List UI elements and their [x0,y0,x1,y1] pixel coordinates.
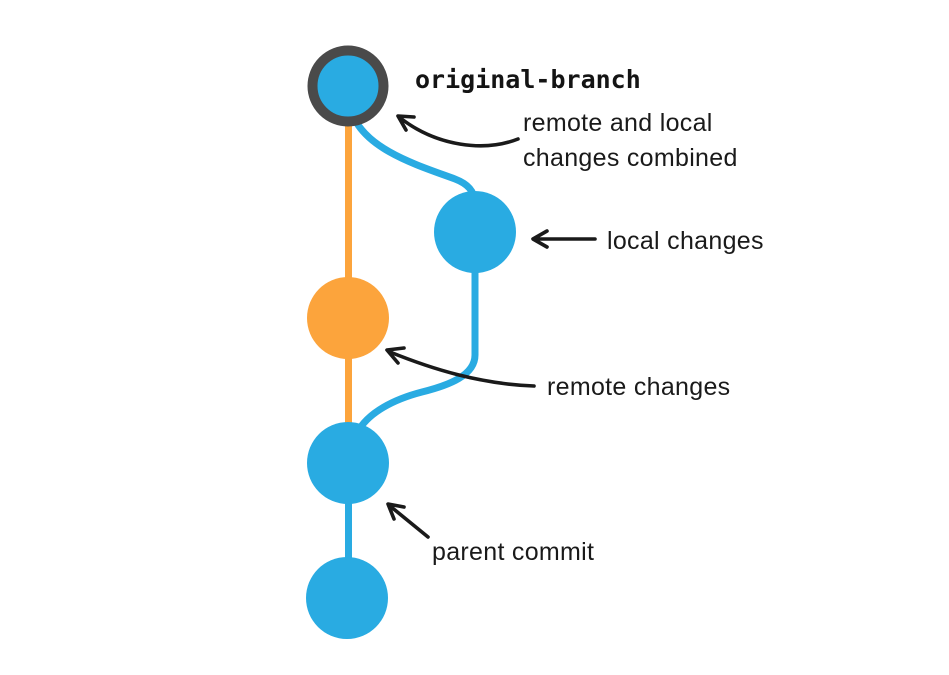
combined-changes-label-line1: remote and local [523,109,713,137]
branch-name-label: original-branch [415,65,641,94]
combined-changes-label: remote and local changes combined [523,106,738,176]
local-changes-label: local changes [607,227,764,255]
commit-node-local-changes [434,191,516,273]
arrow-local-changes [531,229,597,249]
parent-commit-label: parent commit [432,538,595,566]
remote-changes-label: remote changes [547,373,731,401]
arrow-combined-changes [396,114,520,148]
commit-node-remote-changes [307,277,389,359]
commit-node-parent [307,422,389,504]
arrow-remote-changes [385,346,536,388]
arrow-parent-commit [386,502,430,539]
commit-node-root [306,557,388,639]
combined-changes-label-line2: changes combined [523,144,738,172]
commit-node-merged-highlighted [307,45,389,127]
fork-branch-curve [353,262,479,437]
